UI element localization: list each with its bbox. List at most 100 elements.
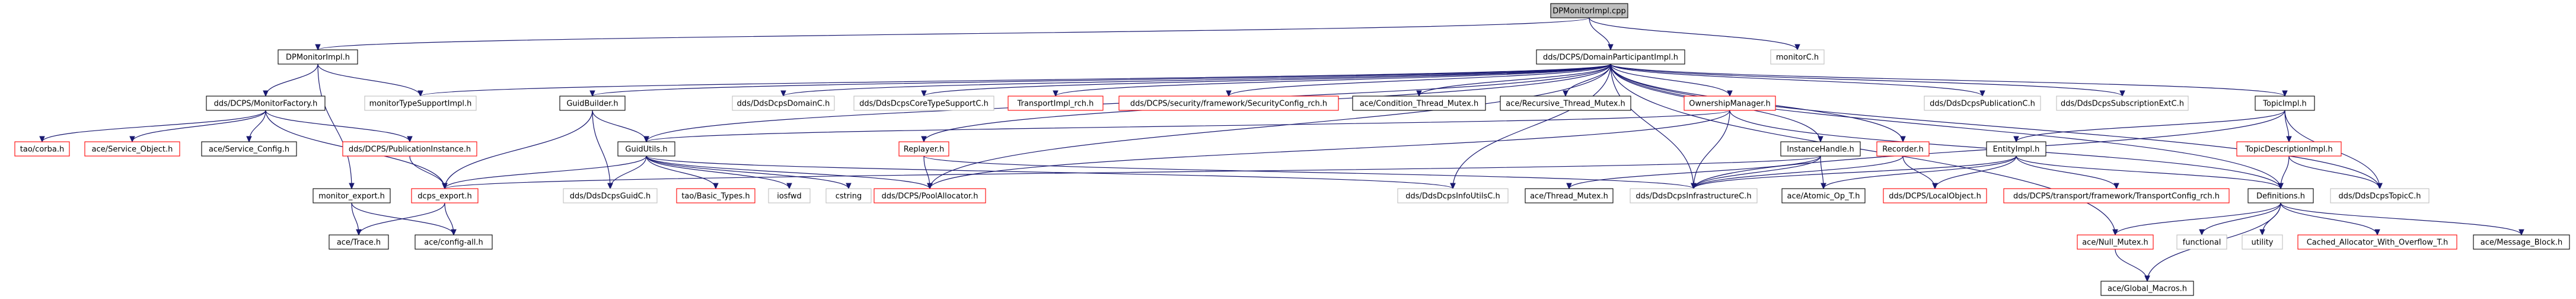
node-box[interactable] — [1684, 96, 1776, 111]
node-box[interactable] — [1876, 141, 1930, 157]
node-box[interactable] — [342, 141, 477, 157]
arrowhead — [1794, 44, 1800, 51]
node-label: dds/DdsDcpsInfrastructureC.h — [1635, 192, 1751, 201]
node-box[interactable] — [873, 188, 986, 203]
node-label: DPMonitorImpl.cpp — [1552, 7, 1625, 16]
node-dcps-export-h[interactable]: dcps_export.h — [411, 188, 479, 203]
node-label: InstanceHandle.h — [1787, 145, 1854, 154]
edge-line — [1934, 155, 2017, 189]
node-box[interactable] — [2473, 234, 2570, 250]
node-guidutils-h[interactable]: GuidUtils.h — [617, 141, 675, 157]
node-box[interactable] — [2297, 234, 2457, 250]
node-ace-config-all-h[interactable]: ace/config-all.h — [415, 234, 493, 250]
node-box[interactable] — [1781, 188, 1866, 203]
node-ace-atomic-op-t-h[interactable]: ace/Atomic_Op_T.h — [1781, 188, 1866, 203]
node-label: dds/DCPS/MonitorFactory.h — [214, 100, 318, 109]
node-ace-global-macros-h[interactable]: ace/Global_Macros.h — [2100, 281, 2194, 296]
node-ace-recursive-thread-mutex-h[interactable]: ace/Recursive_Thread_Mutex.h — [1500, 96, 1631, 111]
edge-line — [646, 155, 849, 189]
node-label: TopicDescriptionImpl.h — [2245, 145, 2332, 154]
node-box[interactable] — [1352, 96, 1486, 111]
node-label: TopicImpl.h — [2262, 100, 2306, 109]
node-box — [1630, 188, 1758, 203]
node-box[interactable] — [278, 49, 358, 65]
edge-line — [929, 63, 1611, 189]
node-instancehandle-h[interactable]: InstanceHandle.h — [1780, 141, 1861, 157]
node-box[interactable] — [2236, 141, 2342, 157]
edge-dpmonitorimpl-h-to-monitortypesupportimpl-h — [317, 63, 423, 97]
node-securityconfig-rch-h[interactable]: dds/DCPS/security/framework/SecurityConf… — [1118, 96, 1339, 111]
node-box[interactable] — [14, 141, 70, 157]
node-tao-basic-types-h[interactable]: tao/Basic_Types.h — [676, 188, 755, 203]
node-recorder-h[interactable]: Recorder.h — [1876, 141, 1930, 157]
node-box[interactable] — [201, 141, 297, 157]
arrowhead — [356, 229, 362, 236]
node-box[interactable] — [676, 188, 755, 203]
edge-line — [646, 155, 930, 189]
arrowhead — [713, 183, 719, 190]
node-monitor-export-h[interactable]: monitor_export.h — [313, 188, 391, 203]
node-entityimpl-h[interactable]: EntityImpl.h — [1986, 141, 2046, 157]
node-box[interactable] — [2255, 96, 2315, 111]
arrowhead — [2112, 229, 2118, 236]
node-box — [853, 96, 994, 111]
arrowhead — [2119, 90, 2125, 97]
node-box[interactable] — [2077, 234, 2154, 250]
edge-line — [1610, 63, 2285, 97]
node-ddsdcpscoretypesupportc-h: dds/DdsDcpsCoreTypeSupportC.h — [853, 96, 994, 111]
node-dpmonitorimpl-h[interactable]: DPMonitorImpl.h — [278, 49, 358, 65]
node-box[interactable] — [2003, 188, 2230, 203]
node-ace-null-mutex-h[interactable]: ace/Null_Mutex.h — [2077, 234, 2154, 250]
node-box[interactable] — [1780, 141, 1861, 157]
node-guidbuilder-h[interactable]: GuidBuilder.h — [559, 96, 626, 111]
node-box[interactable] — [1008, 96, 1104, 111]
node-box[interactable] — [1118, 96, 1339, 111]
node-box[interactable] — [329, 234, 389, 250]
node-cached-allocator-h[interactable]: Cached_Allocator_With_Overflow_T.h — [2297, 234, 2457, 250]
node-transportimpl-rch-h[interactable]: TransportImpl_rch.h — [1008, 96, 1104, 111]
node-ace-service-config-h[interactable]: ace/Service_Config.h — [201, 141, 297, 157]
arrowhead — [607, 183, 613, 190]
edge-entityimpl-h-to-ace-atomic-op-t-h — [1821, 155, 2017, 190]
node-tao-corba-h[interactable]: tao/corba.h — [14, 141, 70, 157]
edge-line — [2115, 202, 2281, 236]
node-box[interactable] — [2247, 188, 2314, 203]
node-box[interactable] — [617, 141, 675, 157]
node-box[interactable] — [411, 188, 479, 203]
node-label: dds/DdsDcpsGuidC.h — [570, 192, 651, 201]
node-ace-condition-thread-mutex-h[interactable]: ace/Condition_Thread_Mutex.h — [1352, 96, 1486, 111]
node-poolallocator-h[interactable]: dds/DCPS/PoolAllocator.h — [873, 188, 986, 203]
node-box[interactable] — [415, 234, 493, 250]
node-ownershipmanager-h[interactable]: OwnershipManager.h — [1684, 96, 1776, 111]
node-box[interactable] — [84, 141, 180, 157]
node-topicdescriptionimpl-h[interactable]: TopicDescriptionImpl.h — [2236, 141, 2342, 157]
node-box[interactable] — [2100, 281, 2194, 296]
node-box[interactable] — [1883, 188, 1987, 203]
node-definitions-h[interactable]: Definitions.h — [2247, 188, 2314, 203]
node-box[interactable] — [898, 141, 949, 157]
edge-line — [1823, 155, 2017, 189]
node-ace-service-object-h[interactable]: ace/Service_Object.h — [84, 141, 180, 157]
edge-line — [265, 110, 410, 142]
node-transportconfig-rch-h[interactable]: dds/DCPS/transport/framework/TransportCo… — [2003, 188, 2230, 203]
node-monitorfactory-h[interactable]: dds/DCPS/MonitorFactory.h — [206, 96, 326, 111]
node-topicimpl-h[interactable]: TopicImpl.h — [2255, 96, 2315, 111]
node-box[interactable] — [1500, 96, 1631, 111]
edge-line — [783, 63, 1611, 97]
node-box[interactable] — [1986, 141, 2046, 157]
node-ace-trace-h[interactable]: ace/Trace.h — [329, 234, 389, 250]
node-box[interactable] — [206, 96, 326, 111]
node-domainparticipantimpl-h[interactable]: dds/DCPS/DomainParticipantImpl.h — [1536, 49, 1685, 65]
node-localobject-h[interactable]: dds/DCPS/LocalObject.h — [1883, 188, 1987, 203]
node-replayer-h[interactable]: Replayer.h — [898, 141, 949, 157]
node-box[interactable] — [1536, 49, 1685, 65]
node-ace-message-block-h[interactable]: ace/Message_Block.h — [2473, 234, 2570, 250]
node-publicationinstance-h[interactable]: dds/DCPS/PublicationInstance.h — [342, 141, 477, 157]
node-box[interactable] — [313, 188, 391, 203]
node-ace-thread-mutex-h[interactable]: ace/Thread_Mutex.h — [1525, 188, 1614, 203]
node-box[interactable] — [1525, 188, 1614, 203]
edge-domainparticipantimpl-h-to-ddsdcpspublicationc-h — [1610, 63, 1985, 97]
node-box[interactable] — [559, 96, 626, 111]
edge-topicimpl-h-to-topicdescriptionimpl-h — [2284, 110, 2292, 143]
node-label: ace/config-all.h — [424, 238, 483, 247]
